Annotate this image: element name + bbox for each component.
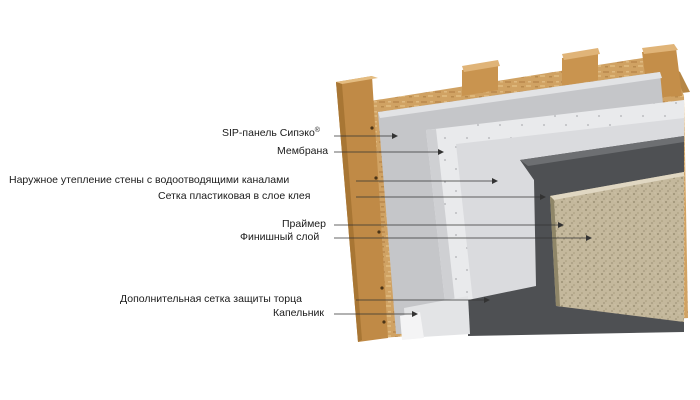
studs — [462, 44, 682, 98]
label-primer: Праймер — [282, 218, 326, 230]
label-membrane: Мембрана — [277, 145, 329, 157]
label-outer-insulation: Наружное утепление стены с водоотводящим… — [9, 174, 290, 186]
corner-post — [336, 76, 388, 342]
label-plastic-mesh: Сетка пластиковая в слое клея — [158, 190, 311, 202]
label-sip-panel: SIP-панель Сипэко® — [222, 127, 320, 139]
drip-edge-shape — [400, 312, 424, 340]
leader-arrows — [392, 133, 592, 317]
label-extra-mesh: Дополнительная сетка защиты торца — [120, 293, 302, 305]
label-drip-edge: Капельник — [273, 307, 324, 319]
leader-lines — [334, 135, 586, 315]
label-finish-layer: Финишный слой — [240, 231, 320, 243]
finish-layer — [550, 172, 684, 322]
